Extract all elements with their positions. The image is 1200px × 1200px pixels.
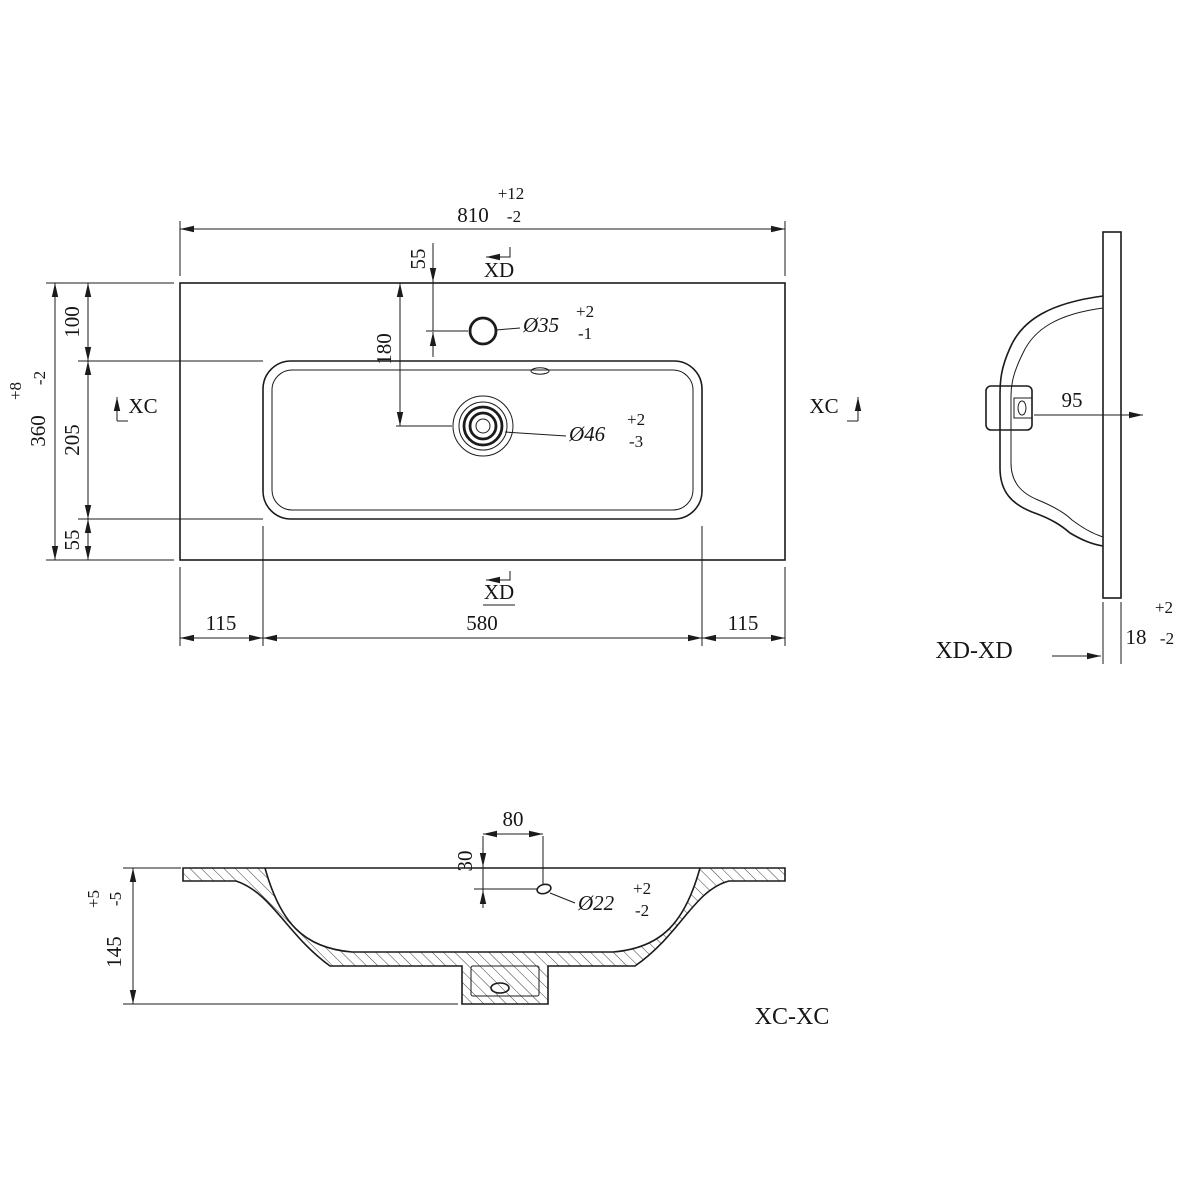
basin-outline-inner: [271, 369, 694, 511]
dim-80: 80: [503, 807, 524, 831]
dim-18-minus: -2: [1160, 629, 1174, 648]
section-marker-xd-bottom: XD: [483, 571, 515, 606]
drain-ring-1: [452, 395, 514, 457]
dim-width-value: 810: [457, 203, 489, 227]
drain-outlet-detail: [1013, 397, 1033, 419]
basin-outline-outer: [262, 360, 703, 520]
drain-fitting-interior: [470, 965, 540, 997]
overflow-hole-section: [536, 883, 552, 895]
dim-55-left: 55: [60, 530, 84, 551]
leader-line: [549, 892, 576, 904]
dim-145-minus: -5: [106, 892, 125, 906]
dim-145-value: 145: [102, 936, 126, 968]
xc-right-label: XC: [809, 394, 838, 418]
dim-width-minus: -2: [507, 207, 521, 226]
dim-180: 180: [372, 333, 396, 365]
front-section-view: 80 30 Ø22 +2 -2 145 +5 -5 XC-XC: [84, 807, 829, 1030]
hole-dia-plus: +2: [633, 879, 651, 898]
dim-115-right: 115: [728, 611, 759, 635]
dim-205: 205: [60, 424, 84, 456]
plan-view: 810 -2 +12 360 -2 +8 100 205 55: [6, 184, 862, 646]
section-marker-xc-left: XC: [113, 394, 158, 422]
dim-drain-offset: 95: [1034, 388, 1143, 419]
basin-cut-material: [182, 867, 786, 1005]
dim-30: 30: [453, 851, 477, 872]
leader-line: [495, 327, 521, 331]
hole-dia-value: Ø22: [577, 891, 615, 915]
dim-edge-to-faucet: 55: [406, 243, 437, 357]
section-marker-xd-top: XD: [483, 247, 515, 284]
bowl-outer-profile: [999, 295, 1104, 547]
faucet-dia-plus: +2: [576, 302, 594, 321]
front-section-title: XC-XC: [755, 1004, 830, 1030]
dim-height-minus: -2: [30, 371, 49, 385]
dim-580: 580: [466, 611, 498, 635]
bowl-inner-profile: [1010, 307, 1104, 538]
drain-ring-5: [475, 418, 491, 434]
dim-height-value: 360: [26, 415, 50, 447]
dim-145-plus: +5: [84, 890, 103, 908]
dim-left-chain: 100 205 55: [60, 283, 263, 560]
counter-outline: [179, 282, 786, 561]
xc-left-label: XC: [128, 394, 157, 418]
callout-overflow-hole: Ø22 +2 -2: [549, 879, 651, 920]
dim-hole-offset-v: 30: [453, 849, 537, 907]
callout-faucet: Ø35 +2 -1: [495, 302, 594, 343]
drain-dia-minus: -3: [629, 432, 643, 451]
callout-drain: Ø46 +2 -3: [504, 410, 645, 451]
dim-total-depth: 145 +5 -5: [84, 867, 458, 1005]
side-section-title: XD-XD: [935, 638, 1012, 664]
leader-line: [504, 431, 567, 437]
dim-bottom-chain: 115 580 115: [179, 526, 786, 646]
dim-edge-to-drain: 180: [372, 283, 404, 426]
section-arrow: [486, 571, 511, 584]
dim-width-plus: +12: [498, 184, 525, 203]
xd-bottom-label: XD: [484, 580, 514, 604]
drain-ring-4: [468, 411, 498, 441]
dim-18-value: 18: [1126, 625, 1147, 649]
faucet-dia-value: Ø35: [522, 313, 559, 337]
section-marker-xc-right: XC: [809, 394, 862, 422]
hole-dia-minus: -2: [635, 901, 649, 920]
drain-dia-plus: +2: [627, 410, 645, 429]
dim-hole-offset-h: 80: [482, 807, 544, 908]
drain-hole-section: [490, 982, 510, 994]
dim-95: 95: [1062, 388, 1083, 412]
dim-55-top: 55: [406, 249, 430, 270]
drain-ring-2: [458, 401, 508, 451]
drain-fitting-profile: [985, 385, 1033, 431]
section-arrow: [486, 247, 511, 261]
dim-height: 360 -2 +8: [6, 282, 174, 561]
drain-hole: [452, 395, 514, 457]
overflow-slot: [530, 367, 550, 375]
drain-outlet-hole: [1017, 400, 1027, 416]
drain-dia-value: Ø46: [568, 422, 606, 446]
dim-100: 100: [60, 306, 84, 338]
faucet-dia-minus: -1: [578, 324, 592, 343]
dim-115-left: 115: [206, 611, 237, 635]
dim-18-plus: +2: [1155, 598, 1173, 617]
dim-width: 810 -2 +12: [179, 184, 786, 276]
faucet-hole: [468, 316, 498, 346]
dim-height-plus: +8: [6, 382, 25, 400]
side-section-view: 95 +2 18 -2 XD-XD: [935, 231, 1174, 664]
xd-top-label: XD: [484, 258, 514, 282]
dim-thickness: +2 18 -2: [1052, 598, 1174, 664]
drain-ring-3: [462, 405, 504, 447]
